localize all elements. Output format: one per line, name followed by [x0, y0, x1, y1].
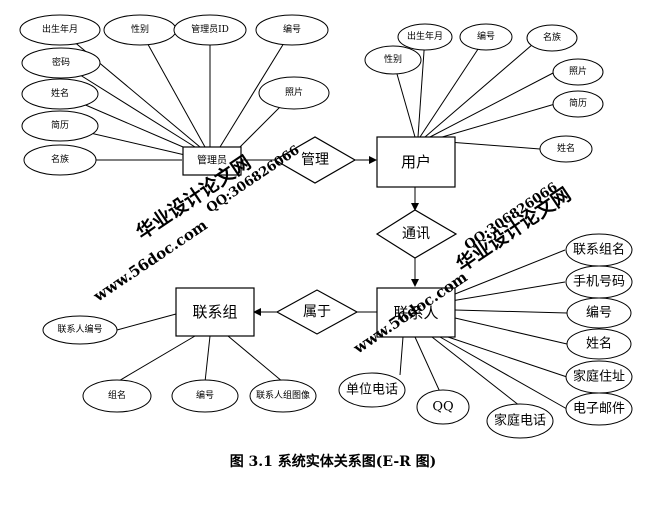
- label-group-image: 联系人组图像: [256, 389, 310, 401]
- attr-admin-id: [173, 14, 247, 46]
- line-contact-workphone: [399, 336, 404, 376]
- attr-contact-email: [565, 392, 633, 426]
- label-user-nation: 名族: [543, 31, 561, 43]
- line-admin-password: [60, 62, 196, 148]
- label-entity-contact: 联系人: [393, 304, 438, 322]
- entity-contact: [376, 287, 456, 338]
- line-user-birth: [417, 36, 426, 138]
- label-entity-user: 用户: [401, 153, 431, 171]
- label-admin-name: 姓名: [51, 87, 69, 99]
- attr-user-nation: [526, 24, 578, 52]
- label-contact-address: 家庭住址: [573, 369, 625, 385]
- attr-contact-homephone: [486, 403, 554, 439]
- line-contact-address: [444, 335, 568, 378]
- label-user-birth: 出生年月: [407, 30, 443, 42]
- attr-admin-password: [21, 47, 101, 79]
- entity-group: [175, 287, 255, 337]
- er-diagram: 出生年月 性别 管理员ID 编号 密码 姓名 简历 名族 照片 性别 出生年月 …: [19, 14, 633, 439]
- line-user-nation: [424, 37, 541, 138]
- label-entity-group: 联系组: [192, 303, 237, 321]
- line-contact-homephone: [431, 336, 521, 407]
- line-group-number: [204, 335, 211, 383]
- attr-user-birth: [397, 23, 453, 51]
- label-rel-comm: 通讯: [402, 226, 430, 242]
- label-contact-number: 编号: [586, 306, 612, 321]
- entity-shapes: [175, 136, 456, 338]
- label-user-resume: 简历: [569, 97, 587, 109]
- line-contact-name: [454, 317, 568, 345]
- attr-contact-number: [566, 297, 632, 329]
- label-group-name: 组名: [108, 389, 126, 401]
- attr-admin-name: [21, 78, 99, 110]
- label-admin-number: 编号: [283, 23, 301, 35]
- watermark-group-right: 华业设计论文网 www.56doc.com QQ:306826066: [349, 180, 575, 358]
- entity-admin: [182, 146, 242, 176]
- label-user-photo: 照片: [569, 65, 587, 77]
- line-contact-email: [439, 336, 568, 410]
- label-contact-email: 电子邮件: [573, 402, 625, 417]
- label-contact-homephone: 家庭电话: [494, 413, 546, 429]
- watermark-site-name-2: 华业设计论文网: [452, 183, 575, 276]
- relationship-shapes: [273, 136, 458, 335]
- label-rel-belong: 属于: [303, 304, 331, 320]
- line-group-contactnum: [116, 313, 177, 331]
- attr-user-number: [459, 23, 513, 51]
- line-group-name: [116, 335, 196, 383]
- attr-admin-number: [255, 14, 329, 46]
- attr-group-name: [82, 379, 152, 413]
- line-contact-qq: [414, 336, 441, 393]
- label-user-name: 姓名: [557, 142, 575, 154]
- attr-group-number: [171, 379, 239, 413]
- attr-group-contactnum: [42, 315, 118, 345]
- attr-group-image: [249, 379, 317, 413]
- label-contact-groupname: 联系组名: [573, 242, 625, 258]
- label-contact-name: 姓名: [586, 336, 612, 352]
- rel-comm: [375, 209, 458, 259]
- line-contact-number: [454, 309, 568, 314]
- line-group-image: [227, 335, 284, 383]
- line-contact-groupname: [439, 249, 566, 301]
- label-admin-gender: 性别: [131, 23, 149, 35]
- entity-user: [376, 136, 456, 188]
- label-group-contactnum: 联系人编号: [57, 323, 102, 335]
- attr-admin-birth: [19, 14, 101, 46]
- label-group-number: 编号: [196, 389, 214, 401]
- line-admin-birth: [59, 29, 201, 148]
- line-user-photo: [429, 71, 556, 138]
- label-rel-manage: 管理: [301, 152, 329, 168]
- attr-user-name: [539, 135, 593, 163]
- attr-contact-workphone: [338, 372, 406, 408]
- label-admin-id: 管理员ID: [191, 23, 229, 35]
- attribute-labels: 出生年月 性别 管理员ID 编号 密码 姓名 简历 名族 照片 性别 出生年月 …: [42, 23, 625, 429]
- attribute-shapes: [19, 14, 633, 439]
- label-admin-birth: 出生年月: [42, 23, 78, 35]
- label-admin-password: 密码: [52, 56, 70, 68]
- attr-contact-name: [566, 328, 632, 360]
- attr-admin-resume: [21, 110, 99, 142]
- attr-admin-photo: [258, 76, 330, 110]
- figure-caption: 图 3.1 系统实体关系图(E-R 图): [229, 454, 437, 470]
- attr-user-photo: [552, 58, 604, 86]
- label-contact-mobile: 手机号码: [573, 275, 625, 290]
- label-user-number: 编号: [477, 30, 495, 42]
- rel-manage: [273, 136, 357, 184]
- line-user-number: [419, 36, 487, 138]
- label-entity-admin: 管理员: [197, 154, 227, 167]
- line-contact-mobile: [444, 281, 566, 303]
- line-admin-number: [219, 29, 293, 148]
- label-contact-workphone: 单位电话: [346, 383, 398, 398]
- attr-user-gender: [364, 45, 422, 75]
- attr-user-resume: [552, 90, 604, 118]
- attr-admin-nation: [23, 144, 97, 176]
- attr-contact-qq: [416, 389, 470, 425]
- label-contact-qq: QQ: [432, 400, 453, 415]
- label-admin-nation: 名族: [51, 153, 69, 165]
- line-admin-gender: [139, 29, 206, 148]
- label-admin-resume: 简历: [51, 119, 69, 131]
- line-user-resume: [431, 103, 556, 141]
- label-user-gender: 性别: [384, 53, 402, 65]
- rel-belong: [275, 289, 359, 335]
- node-labels: 管理员 用户 联系人 联系组 管理 通讯 属于: [192, 152, 438, 322]
- label-admin-photo: 照片: [285, 86, 303, 98]
